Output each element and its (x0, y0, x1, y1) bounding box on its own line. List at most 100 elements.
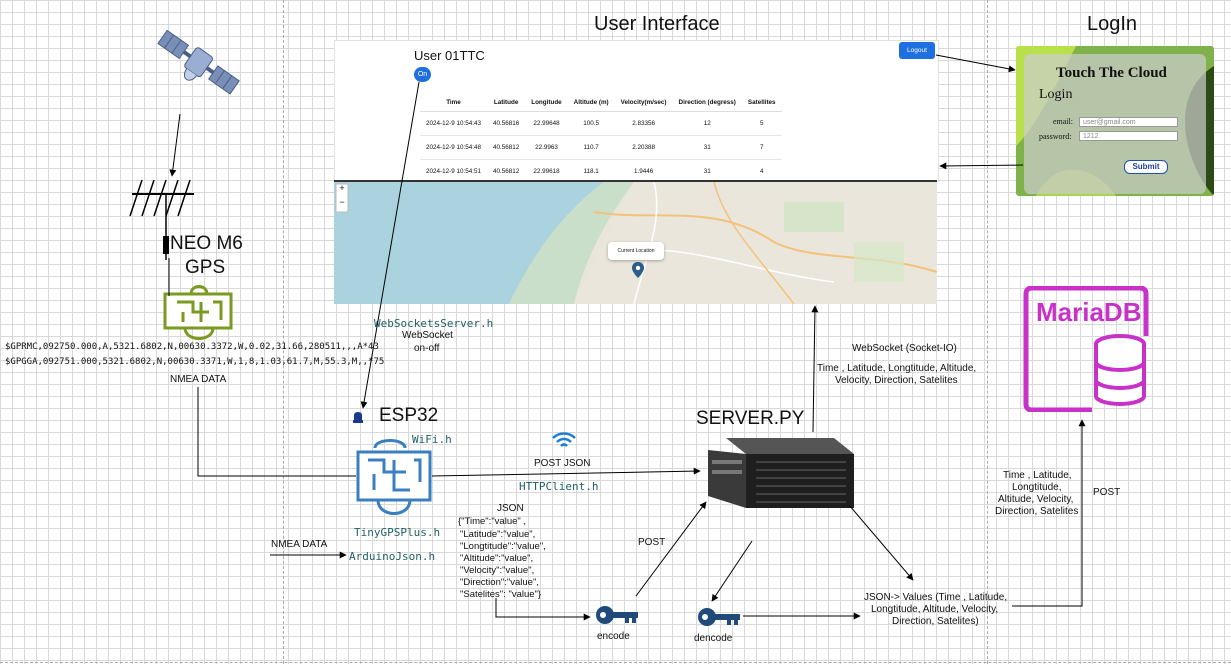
column-header: Direction (degress) (672, 93, 742, 112)
post-label: POST (638, 537, 666, 548)
table-header-row: Time Latitude Longitude Altitude (m) Vel… (420, 93, 782, 112)
table-cell: 2024-12-9 10:54:51 (420, 159, 487, 184)
wifi-lib-label: WiFi.h (412, 433, 452, 446)
mariadb-label: MariaDB (1036, 297, 1142, 327)
map-marker-icon[interactable] (632, 262, 644, 278)
json-line: "Altitude":"value", (460, 553, 534, 564)
gps-module-name: NEO M6 (170, 233, 243, 254)
on-toggle-button[interactable]: On (414, 67, 431, 82)
table-cell: 40.56812 (486, 135, 526, 160)
column-header: Time (420, 93, 487, 112)
column-header: Longitude (525, 93, 568, 112)
table-cell: 12 (672, 111, 742, 136)
column-header: Velocity(m/sec) (614, 93, 673, 112)
tinygps-lib-label: TinyGPSPlus.h (354, 526, 441, 539)
map-view[interactable] (334, 180, 937, 304)
section-title-login: LogIn (1087, 13, 1138, 35)
json-line: "Velocity":"value", (460, 565, 535, 576)
post-json-label: POST JSON (534, 458, 591, 469)
encode-key-icon (596, 606, 638, 624)
table-cell: 22.9963 (525, 135, 568, 160)
values-line3: Direction, Satelites) (892, 616, 979, 627)
table-cell: 40.56816 (486, 111, 526, 136)
table-cell: 100.5 (567, 111, 615, 136)
db-fields-line4: Direction, Satelites (995, 506, 1079, 517)
section-divider (0, 662, 1231, 663)
json-line: {"Time":"value" , (458, 516, 527, 527)
gps-module-type: GPS (185, 257, 226, 278)
section-divider (283, 0, 284, 664)
websocket-label: WebSocket (402, 330, 453, 341)
nmea-sentence-rmc: $GPRMC,092750.000,A,5321.6802,N,00630.33… (5, 342, 379, 352)
map-location-popup: Current Location (608, 242, 664, 260)
nmea-input-label: NMEA DATA (271, 539, 328, 550)
json-title: JSON (497, 503, 524, 514)
map-graphic (334, 182, 937, 304)
mariadb-icon (1023, 286, 1149, 412)
table-cell: 2.83356 (614, 111, 673, 136)
table-cell: 110.7 (567, 135, 615, 160)
table-cell: 2024-12-9 10:54:43 (420, 111, 487, 136)
decode-label: dencode (694, 633, 733, 644)
satellite-icon (157, 29, 240, 95)
gps-data-table: Time Latitude Longitude Altitude (m) Vel… (420, 93, 782, 184)
section-title-ui: User Interface (594, 13, 720, 35)
json-line: "Direction":"value", (460, 577, 539, 588)
websocket-onoff-label: on-off (414, 343, 440, 354)
section-divider (987, 0, 988, 664)
table-cell: 22.99648 (525, 111, 568, 136)
wifi-icon (552, 432, 576, 447)
table-cell: 31 (672, 135, 742, 160)
email-label: email: (1053, 117, 1073, 126)
table-cell: 2024-12-9 10:54:48 (420, 135, 487, 160)
password-label: password: (1039, 132, 1072, 141)
table-row: 2024-12-9 10:54:43 40.56816 22.99648 100… (420, 111, 782, 136)
websocket-lib-label: WebSocketsServer.h (374, 317, 494, 330)
socketio-fields-line1: Time , Latitude, Longtitude, Altitude, (817, 363, 977, 374)
server-name: SERVER.PY (696, 408, 805, 429)
json-line: "Latitude":"value", (460, 529, 536, 540)
arduinojson-lib-label: ArduinoJson.h (349, 550, 436, 563)
table-cell: 118.1 (567, 159, 615, 184)
login-app-title: Touch The Cloud (1056, 65, 1167, 81)
table-cell: 5 (741, 111, 782, 136)
map-zoom-in-button[interactable]: + (339, 183, 345, 193)
db-fields-line2: Longtitude, (1012, 482, 1062, 493)
email-field[interactable]: user@gmail.com (1079, 117, 1178, 127)
table-row: 2024-12-9 10:54:51 40.56812 22.99618 118… (420, 159, 782, 184)
antenna-icon (129, 179, 194, 260)
column-header: Altitude (m) (567, 93, 615, 112)
gps-board-icon (163, 285, 233, 340)
socketio-label: WebSocket (Socket-IO) (852, 343, 957, 354)
db-fields-line3: Altitude, Velocity, (998, 494, 1074, 505)
decode-key-icon (698, 608, 740, 626)
db-fields-line1: Time , Latitude, (1003, 470, 1072, 481)
login-heading: Login (1039, 87, 1073, 102)
table-cell: 2.20388 (614, 135, 673, 160)
ui-user-title: User 01TTC (414, 48, 485, 63)
esp32-board-icon (356, 439, 432, 515)
table-cell: 40.56812 (486, 159, 526, 184)
logout-button[interactable]: Logout (899, 42, 935, 59)
table-cell: 7 (741, 135, 782, 160)
table-row: 2024-12-9 10:54:48 40.56812 22.9963 110.… (420, 135, 782, 160)
socketio-fields-line2: Velocity, Direction, Satelites (835, 375, 958, 386)
led-icon (353, 412, 363, 423)
server-icon (708, 438, 854, 508)
values-line1: JSON-> Values (Time , Latitude, (864, 592, 1008, 603)
password-field[interactable]: 1212 (1079, 131, 1178, 141)
submit-button[interactable]: Submit (1124, 160, 1168, 174)
json-line: "Satelites": "value"} (460, 589, 542, 600)
nmea-sentence-gga: $GPGGA,092751.000,5321.6802,N,00630.3371… (5, 357, 385, 367)
nmea-data-label: NMEA DATA (170, 374, 227, 385)
esp32-name: ESP32 (379, 405, 439, 426)
httpclient-lib-label: HTTPClient.h (519, 480, 599, 493)
post-db-label: POST (1093, 487, 1121, 498)
json-line: "Longtitude":"value", (460, 541, 546, 552)
map-zoom-out-button[interactable]: − (339, 197, 345, 207)
encode-label: encode (597, 631, 630, 642)
values-line2: Longtitude, Altitude, Velocity, (871, 604, 999, 615)
column-header: Latitude (486, 93, 526, 112)
table-cell: 22.99618 (525, 159, 568, 184)
